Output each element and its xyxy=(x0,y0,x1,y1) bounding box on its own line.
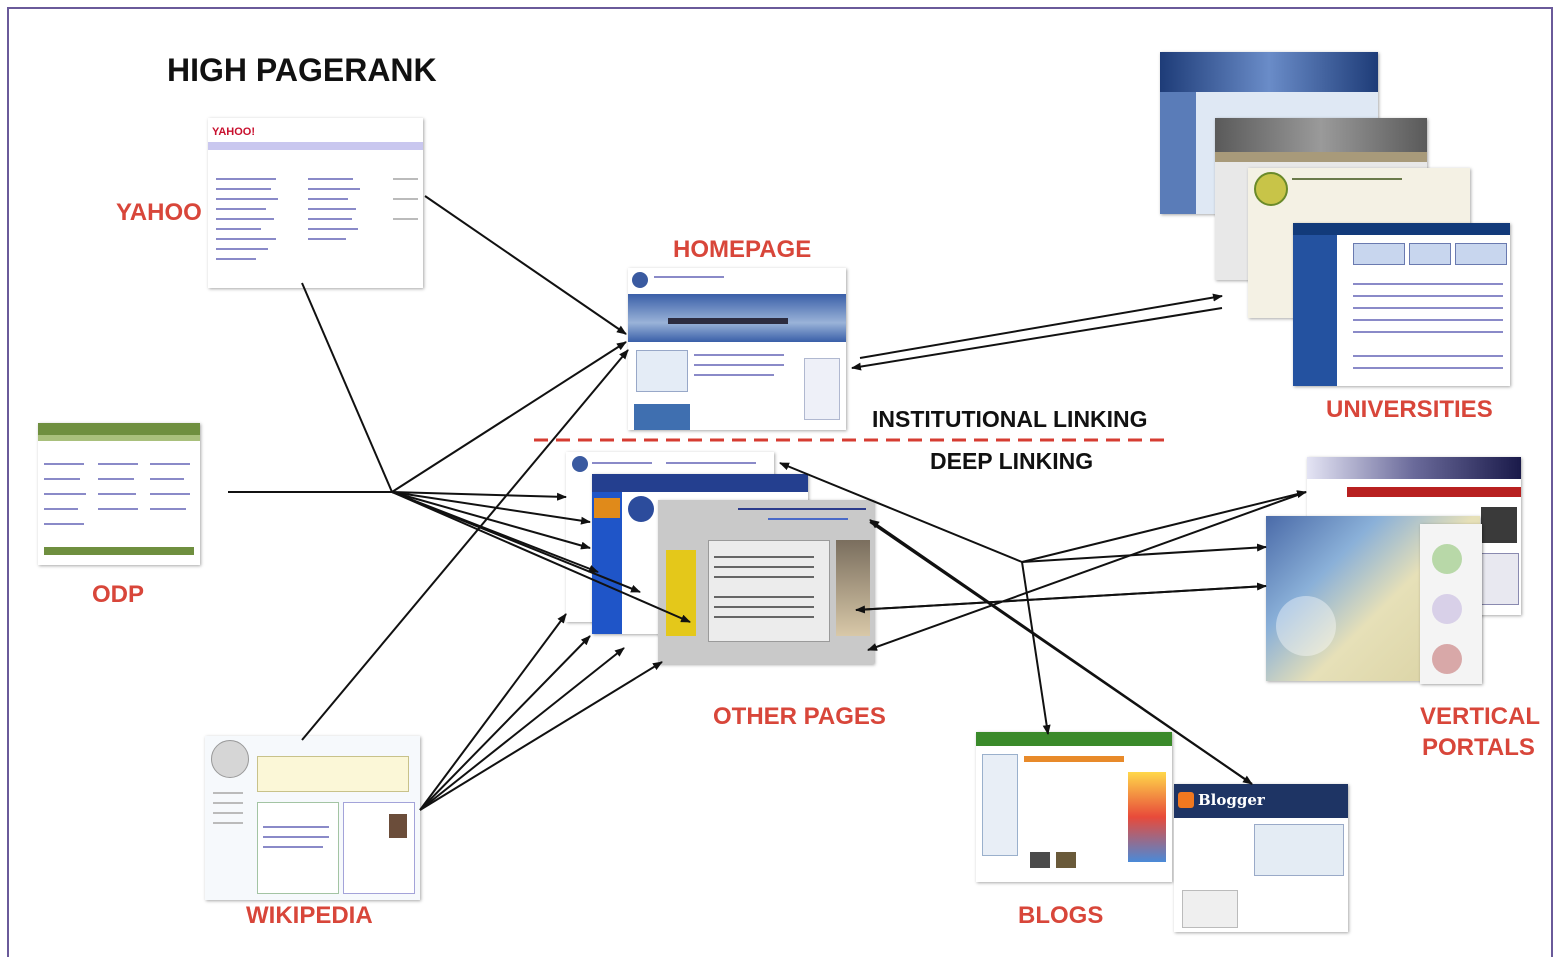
label-wikipedia: WIKIPEDIA xyxy=(246,902,373,929)
other-page-thumbnail-front xyxy=(658,500,874,664)
arrow-other-to-portal xyxy=(855,582,1267,611)
university-page-thumbnail-4 xyxy=(1293,223,1510,386)
label-deep-linking: DEEP LINKING xyxy=(930,448,1094,474)
label-vertical-portals-line1: VERTICAL xyxy=(1420,703,1540,730)
label-odp: ODP xyxy=(92,581,145,608)
label-blogs: BLOGS xyxy=(1018,902,1104,929)
homepage-thumbnail xyxy=(628,268,846,430)
blogger-page-thumbnail: Blogger xyxy=(1174,784,1348,932)
arrow-deep-hub-to-portal-1 xyxy=(1021,490,1307,563)
arrow-deep-hub-to-other-top xyxy=(779,462,1023,563)
arrow-deep-hub-to-portal-2 xyxy=(1021,543,1267,563)
arrow-homepage-to-universities xyxy=(859,293,1223,359)
blogger-logo: Blogger xyxy=(1198,791,1265,809)
arrow-wikipedia-to-other-4 xyxy=(419,661,663,811)
arrow-hub-to-other-2 xyxy=(391,491,591,525)
arrow-wikipedia-to-other-3 xyxy=(419,647,625,811)
arrow-hub-to-other-3 xyxy=(391,491,591,550)
label-homepage: HOMEPAGE xyxy=(673,236,812,263)
arrow-wikipedia-to-other-1 xyxy=(419,613,567,811)
label-institutional-linking: INSTITUTIONAL LINKING xyxy=(872,406,1148,432)
diagram-title: HIGH PAGERANK xyxy=(167,52,437,88)
wikipedia-globe-icon xyxy=(211,740,249,778)
label-vertical-portals-line2: PORTALS xyxy=(1422,734,1535,761)
arrow-portal-to-other-lower xyxy=(867,491,1307,651)
arrow-hub-to-homepage xyxy=(391,341,627,493)
wikipedia-page-thumbnail xyxy=(205,736,420,900)
blog-page-thumbnail xyxy=(976,732,1172,882)
arrow-hub-to-other-5 xyxy=(391,491,641,593)
yahoo-page-thumbnail: YAHOO! xyxy=(208,118,423,288)
arrow-hub-to-other-6 xyxy=(391,491,691,623)
arrow-yahoo-to-hub xyxy=(301,282,393,493)
blogger-logo-icon xyxy=(1178,792,1194,808)
odp-page-thumbnail xyxy=(38,423,200,565)
arrow-wikipedia-to-homepage xyxy=(301,349,629,741)
arrow-universities-to-homepage xyxy=(851,307,1223,371)
arrow-blogger-to-other xyxy=(869,519,1253,785)
label-yahoo: YAHOO xyxy=(116,199,202,226)
arrow-hub-to-other-1 xyxy=(391,491,567,501)
label-universities: UNIVERSITIES xyxy=(1326,396,1493,423)
vertical-portal-thumbnail-side xyxy=(1420,524,1482,684)
label-other-pages: OTHER PAGES xyxy=(713,703,886,730)
arrow-yahoo-to-homepage xyxy=(424,195,627,335)
arrow-deep-hub-to-blogs xyxy=(1021,561,1051,735)
yahoo-logo: YAHOO! xyxy=(212,126,255,138)
arrow-wikipedia-to-other-2 xyxy=(419,635,591,811)
